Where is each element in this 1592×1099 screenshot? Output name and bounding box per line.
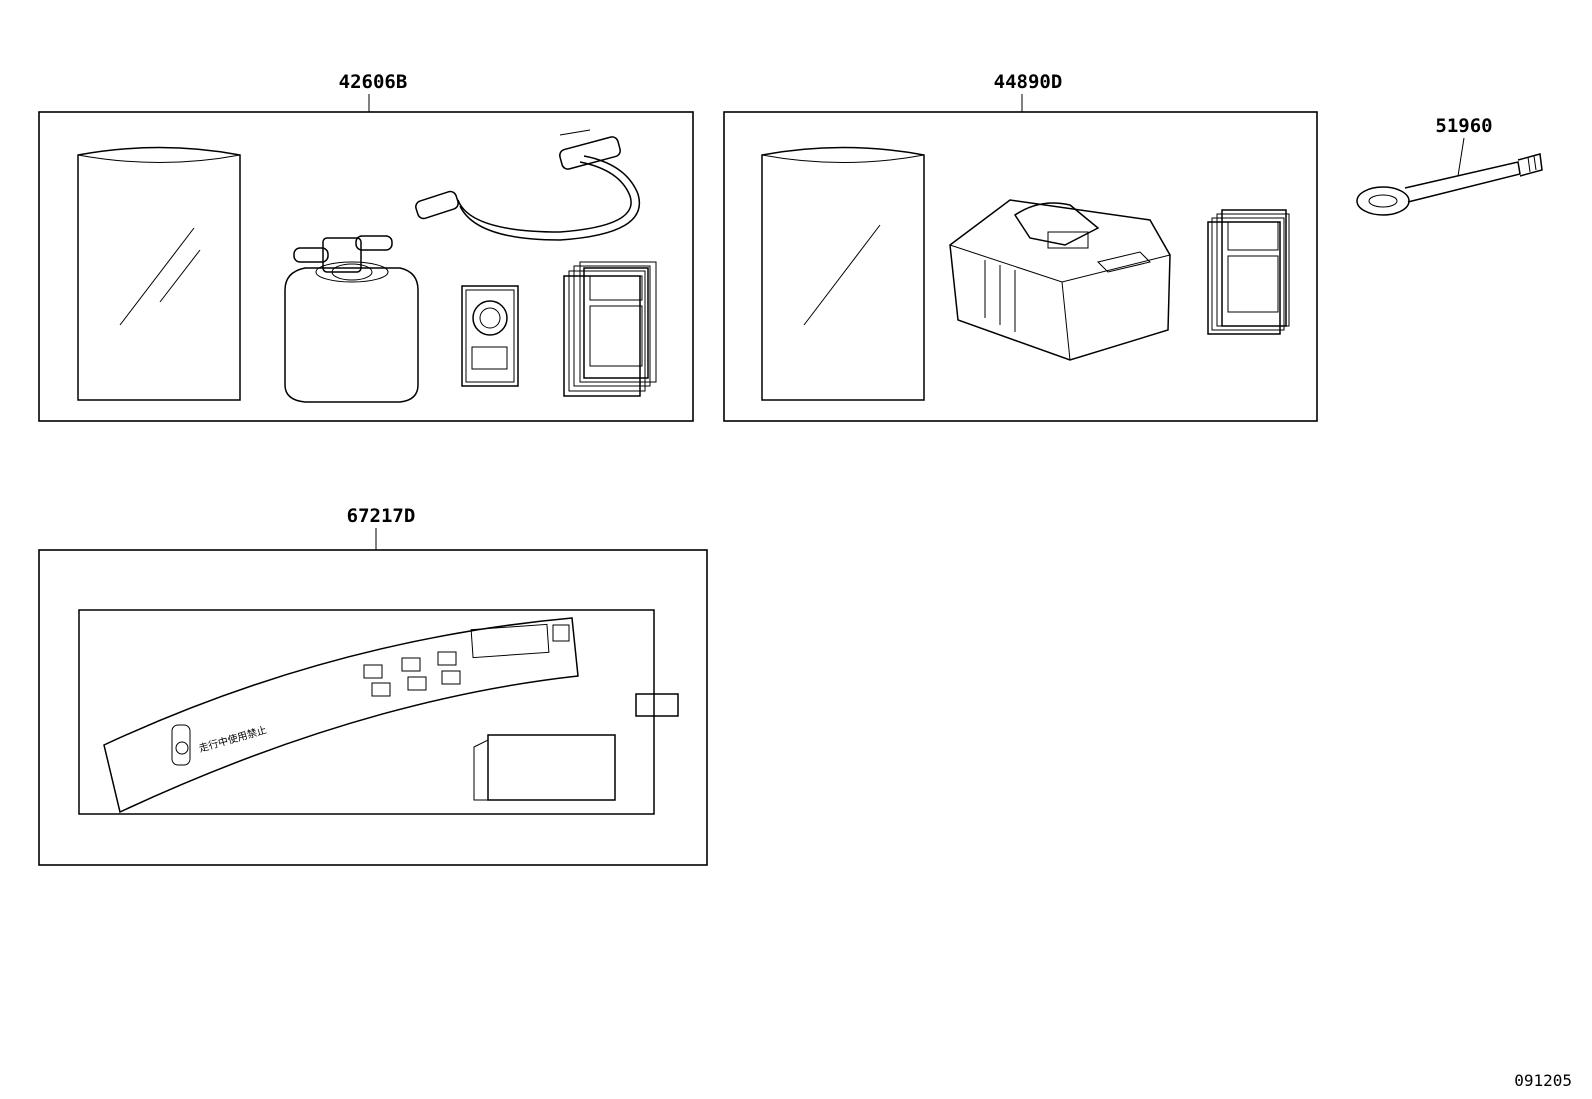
control-symbols [363,651,461,697]
storage-tray [78,609,655,815]
diagram-code: 091205 [1514,1071,1572,1090]
sealant-bottle-icon [284,235,419,403]
kit-box-44890d [723,111,1318,422]
towing-eye-icon [1356,153,1543,216]
part-group-44890d: 44890D [723,71,1318,422]
part-group-51960: 51960 [1356,115,1543,216]
air-compressor-icon [949,199,1171,361]
speed-sticker-icon [461,285,519,387]
part-group-67217d: 67217D 走行中使用禁止 [38,505,708,866]
small-tag-icon [635,693,679,717]
instruction-manual-icon [563,261,657,397]
part-number-44890d[interactable]: 44890D [994,71,1063,93]
part-number-67217d[interactable]: 67217D [347,505,416,527]
sticker-card-icon [473,734,616,801]
part-number-42606b[interactable]: 42606B [339,71,408,93]
part-number-51960[interactable]: 51960 [1435,115,1492,137]
injection-hose-icon [415,129,641,241]
plastic-bag-icon [77,146,241,401]
part-group-42606b: 42606B [38,71,694,422]
plastic-bag-icon [761,146,925,401]
instruction-manual-icon [1207,209,1290,335]
kit-box-67217d [38,549,708,866]
